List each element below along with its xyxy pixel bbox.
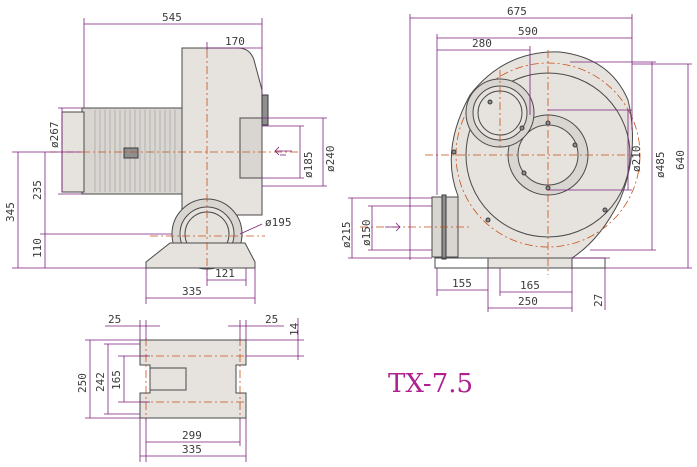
dim-dia185: ø185 <box>302 152 315 179</box>
dim-base-335: 335 <box>182 443 202 456</box>
bolt-hole-9 <box>602 207 608 213</box>
dim-155: 155 <box>452 277 472 290</box>
dim-dia267: ø267 <box>48 122 61 149</box>
dim-110: 110 <box>31 238 44 258</box>
dim-dia150: ø150 <box>360 220 373 247</box>
front-foot-base <box>434 257 606 269</box>
dim-345: 345 <box>4 202 17 222</box>
dim-base-25-left: 25 <box>108 313 121 326</box>
dim-side-335: 335 <box>182 285 202 298</box>
dim-675: 675 <box>507 5 527 18</box>
bolt-hole-6 <box>521 170 527 176</box>
dim-base-14: 14 <box>288 322 301 336</box>
front-foot <box>487 257 573 269</box>
dim-121: 121 <box>215 267 235 280</box>
dim-590: 590 <box>518 25 538 38</box>
dim-280: 280 <box>472 37 492 50</box>
model-label: TX-7.5 <box>388 369 473 399</box>
dim-base-242: 242 <box>94 372 107 392</box>
bolt-hole-4 <box>572 142 578 148</box>
dim-dia240: ø240 <box>324 146 337 173</box>
front-view <box>360 50 641 275</box>
dim-640: 640 <box>674 150 687 170</box>
outlet-flange <box>261 94 269 126</box>
bolt-hole-1 <box>487 99 493 105</box>
side-view <box>50 47 300 275</box>
base-plate <box>139 339 247 419</box>
dim-27: 27 <box>592 294 605 307</box>
front-dimensions: 675 590 280 ø210 ø485 640 ø215 ø150 155 <box>340 5 692 312</box>
dim-base-165: 165 <box>110 370 123 390</box>
dim-545: 545 <box>162 11 182 24</box>
dim-165: 165 <box>520 279 540 292</box>
dim-dia195: ø195 <box>265 216 292 229</box>
dim-dia485: ø485 <box>654 152 667 179</box>
dim-base-250: 250 <box>76 373 89 393</box>
base-slot <box>149 367 187 391</box>
bolt-hole-7 <box>451 149 457 155</box>
bolt-hole-2 <box>519 125 525 131</box>
base-dimensions: 25 25 14 250 242 165 299 335 <box>76 313 304 462</box>
side-dimensions: 545 170 ø267 ø185 ø240 ø195 345 235 110 <box>4 11 337 304</box>
dim-base-25-right: 25 <box>265 313 278 326</box>
bolt-hole-8 <box>485 217 491 223</box>
dim-base-299: 299 <box>182 429 202 442</box>
dim-dia215: ø215 <box>340 222 353 249</box>
outlet-pipe <box>239 117 263 179</box>
dim-dia210: ø210 <box>630 146 643 173</box>
side-base <box>145 242 256 269</box>
terminal-box <box>123 147 139 159</box>
base-view <box>139 338 247 420</box>
dim-170: 170 <box>225 35 245 48</box>
dim-250: 250 <box>518 295 538 308</box>
dim-235: 235 <box>31 180 44 200</box>
